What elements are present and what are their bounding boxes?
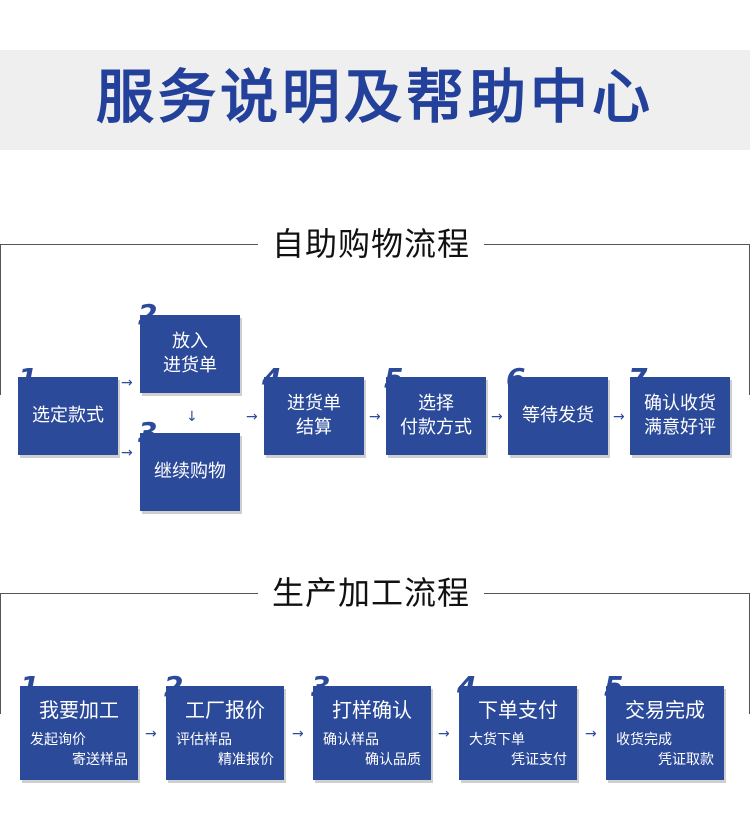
- arrow-right-icon: →: [121, 375, 133, 391]
- step-box-confirm-receipt: 确认收货 满意好评: [630, 377, 730, 455]
- arrow-right-icon: →: [438, 726, 450, 742]
- step-label: 付款方式: [400, 417, 472, 438]
- header-banner: [0, 50, 750, 150]
- prod-step-sub: 确认品质: [365, 752, 421, 768]
- prod-step-sub: 收货完成: [616, 732, 672, 748]
- step-box-checkout: 进货单 结算: [264, 377, 364, 455]
- step-box-continue-shopping: 继续购物: [140, 433, 240, 511]
- page-title: 服务说明及帮助中心: [95, 63, 654, 131]
- arrow-right-icon: →: [121, 445, 133, 461]
- prod-step-sub: 凭证支付: [511, 752, 567, 768]
- step-label: 选定款式: [32, 405, 104, 426]
- prod-step-sub: 评估样品: [176, 732, 232, 748]
- self-flow-title: 自助购物流程: [258, 224, 485, 264]
- prod-flow-title: 生产加工流程: [258, 573, 485, 613]
- step-label: 确认收货: [644, 393, 716, 414]
- prod-step-sub: 凭证取款: [658, 752, 714, 768]
- step-label: 进货单: [287, 393, 341, 414]
- step-label: 结算: [296, 417, 332, 438]
- arrow-right-icon: →: [246, 409, 258, 425]
- step-label: 选择: [418, 393, 454, 414]
- arrow-right-icon: →: [292, 726, 304, 742]
- arrow-down-icon: ↓: [186, 409, 198, 425]
- prod-step-title: 我要加工: [39, 698, 119, 722]
- prod-step-sub: 寄送样品: [72, 752, 128, 768]
- prod-step-sub: 确认样品: [323, 732, 379, 748]
- prod-step-title: 工厂报价: [185, 698, 265, 722]
- arrow-right-icon: →: [585, 726, 597, 742]
- prod-step-box-complete: 交易完成 收货完成 凭证取款: [606, 686, 724, 780]
- arrow-right-icon: →: [491, 409, 503, 425]
- prod-step-box-request: 我要加工 发起询价 寄送样品: [20, 686, 138, 780]
- prod-step-box-quote: 工厂报价 评估样品 精准报价: [166, 686, 284, 780]
- prod-step-sub: 精准报价: [218, 752, 274, 768]
- step-box-await-shipping: 等待发货: [508, 377, 608, 455]
- step-label: 满意好评: [644, 417, 716, 438]
- prod-step-title: 交易完成: [625, 698, 705, 722]
- prod-step-title: 打样确认: [332, 698, 412, 722]
- arrow-right-icon: →: [145, 726, 157, 742]
- prod-step-box-sample: 打样确认 确认样品 确认品质: [313, 686, 431, 780]
- step-box-select-style: 选定款式: [18, 377, 118, 455]
- step-label: 继续购物: [154, 461, 226, 482]
- step-label: 等待发货: [522, 405, 594, 426]
- prod-step-box-order: 下单支付 大货下单 凭证支付: [459, 686, 577, 780]
- step-box-payment-method: 选择 付款方式: [386, 377, 486, 455]
- prod-step-sub: 发起询价: [30, 732, 86, 748]
- step-box-add-to-cart: 放入 进货单: [140, 315, 240, 393]
- arrow-right-icon: →: [613, 409, 625, 425]
- prod-step-title: 下单支付: [478, 698, 558, 722]
- prod-step-sub: 大货下单: [469, 732, 525, 748]
- arrow-right-icon: →: [369, 409, 381, 425]
- step-label: 进货单: [163, 355, 217, 376]
- step-label: 放入: [172, 331, 208, 352]
